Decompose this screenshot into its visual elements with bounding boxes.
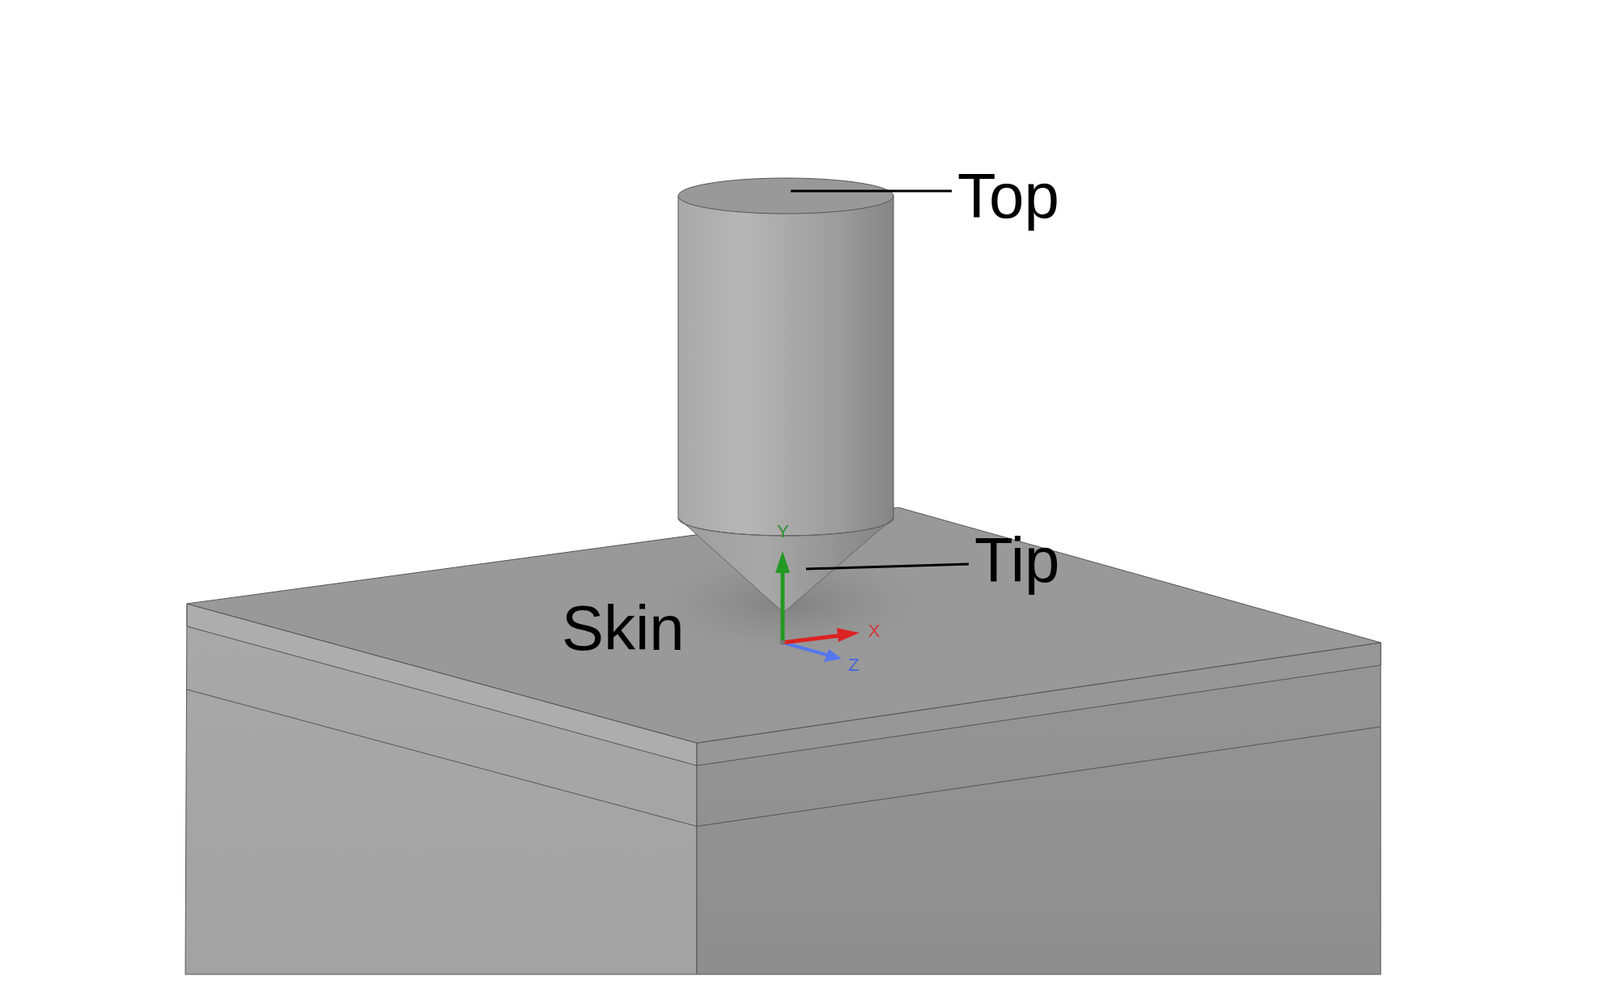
axis-x [782,635,842,643]
axis-z [782,642,830,656]
part-label: Skin [561,596,685,660]
axis-label: Z [848,656,859,675]
leader-line [790,190,952,193]
layer-line [696,726,1381,827]
part-label: Top [957,164,1060,228]
axis-label: Y [776,522,790,541]
indenter-cone [678,517,894,613]
axis-y [780,571,786,643]
axis-z-head [823,649,842,663]
indenter-top-cap [678,178,894,214]
skin-top-face [186,507,1381,743]
axis-y-head [775,551,790,573]
leader-line [806,564,969,569]
part-label: Tip [974,528,1060,592]
axis-origin [780,640,786,646]
indenter-cylinder [678,195,894,536]
axis-label: X [868,622,881,641]
axis-x-head [836,628,860,642]
